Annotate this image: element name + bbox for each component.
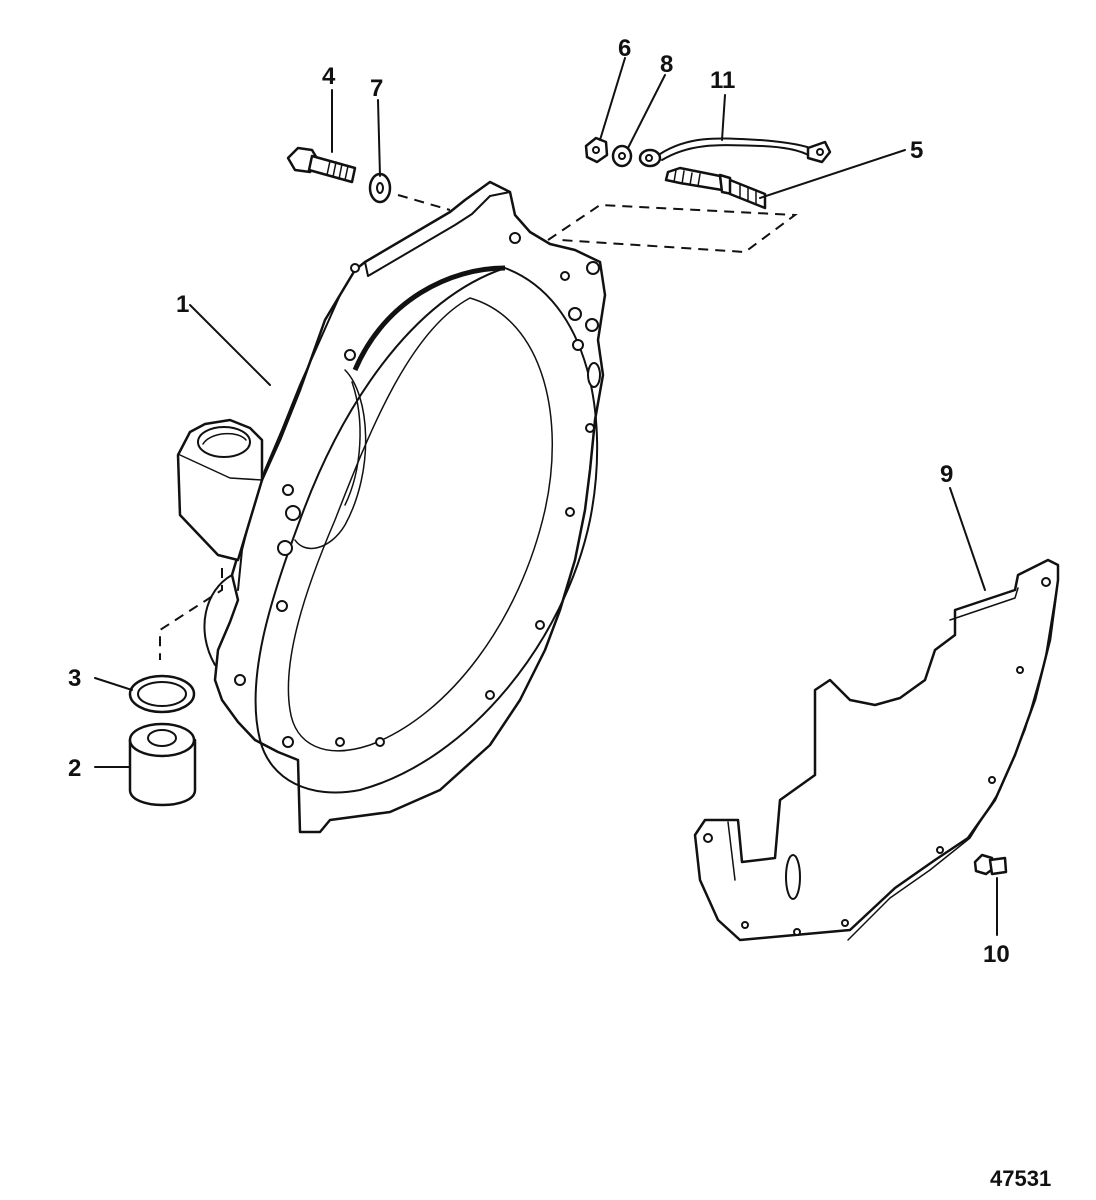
ground-strap — [638, 137, 832, 168]
lock-washer — [611, 144, 633, 168]
figure-number: 47531 — [990, 1166, 1051, 1191]
callout-5: 5 — [910, 137, 923, 164]
assembly-line — [159, 568, 223, 660]
flywheel-cover — [693, 558, 1060, 942]
flywheel-housing — [176, 180, 607, 834]
seal-ring — [128, 674, 196, 714]
callout-10: 10 — [983, 941, 1010, 968]
assembly-line — [547, 203, 798, 254]
assembly-line — [397, 194, 451, 211]
callout-2: 2 — [68, 755, 81, 782]
washer — [368, 172, 392, 204]
callout-8: 8 — [660, 51, 673, 78]
callout-4: 4 — [322, 63, 336, 90]
bolt — [286, 146, 357, 184]
callout-3: 3 — [68, 665, 81, 692]
callout-11: 11 — [710, 67, 735, 94]
screw — [973, 853, 1008, 876]
callout-9: 9 — [940, 461, 953, 488]
callout-6: 6 — [618, 35, 631, 62]
leader-lines — [94, 57, 998, 936]
bushing — [128, 722, 197, 807]
nut — [584, 136, 609, 164]
callout-1: 1 — [176, 291, 189, 318]
stud — [664, 166, 767, 210]
callout-7: 7 — [370, 75, 383, 102]
